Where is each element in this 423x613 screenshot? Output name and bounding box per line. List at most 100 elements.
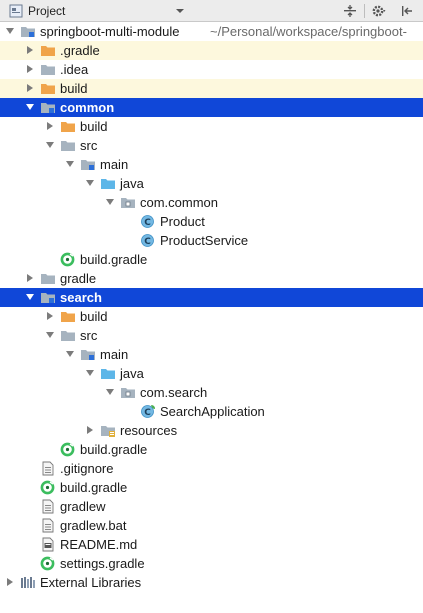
chevron-right-icon[interactable] [5,577,15,587]
tree-item-gradlew[interactable]: gradlew [0,497,423,516]
header-separator [364,4,365,18]
chevron-down-icon[interactable] [65,349,75,359]
folder-orange-icon [40,81,56,96]
tree-item-label: build [60,81,88,96]
tree-item-com-search[interactable]: com.search [0,383,423,402]
tree-item-main[interactable]: main [0,345,423,364]
module-path-label: ~/Personal/workspace/springboot- [210,24,407,39]
tree-item-springboot-multi-module[interactable]: springboot-multi-module~/Personal/worksp… [0,22,423,41]
chevron-down-icon[interactable] [25,292,35,302]
chevron-right-icon[interactable] [25,64,35,74]
tree-item-label: build.gradle [80,442,148,457]
package-icon [120,195,136,210]
tree-item-resources[interactable]: resources [0,421,423,440]
tree-item-label: build.gradle [80,252,148,267]
tree-item-product[interactable]: C Product [0,212,423,231]
tree-item-build[interactable]: build [0,79,423,98]
gear-icon[interactable] [372,4,386,18]
tree-item-label: .gitignore [60,461,114,476]
tree-item-com-common[interactable]: com.common [0,193,423,212]
chevron-down-icon[interactable] [85,178,95,188]
tree-item-label: main [100,157,129,172]
folder-orange-icon [60,309,76,324]
chevron-down-icon[interactable] [105,197,115,207]
tree-item-label: resources [120,423,178,438]
tree-item-idea[interactable]: .idea [0,60,423,79]
tree-item-java[interactable]: java [0,364,423,383]
tree-item-label: java [120,176,144,191]
project-panel-header: Project [0,0,423,22]
chevron-down-icon[interactable] [175,5,185,17]
chevron-right-icon[interactable] [25,83,35,93]
svg-text:C: C [144,408,151,418]
tree-item-gitignore[interactable]: .gitignore [0,459,423,478]
spring-class-icon: C [140,404,156,419]
collapse-all-icon[interactable] [343,4,357,18]
hide-panel-icon[interactable] [400,4,414,18]
tree-item-label: .gradle [60,43,100,58]
tree-item-label: com.search [140,385,208,400]
tree-item-build[interactable]: build [0,307,423,326]
tree-item-settings-gradle[interactable]: settings.gradle [0,554,423,573]
chevron-down-icon[interactable] [85,368,95,378]
tree-item-src[interactable]: src [0,326,423,345]
tree-item-main[interactable]: main [0,155,423,174]
tree-item-label: gradlew [60,499,106,514]
gradle-icon [60,252,76,267]
folder-gray-icon [60,328,76,343]
chevron-down-icon[interactable] [105,387,115,397]
chevron-right-icon[interactable] [45,311,55,321]
chevron-right-icon[interactable] [25,273,35,283]
folder-gray-icon [60,138,76,153]
file-icon [40,499,56,514]
tree-item-label: common [60,100,115,115]
file-icon [40,518,56,533]
chevron-down-icon[interactable] [65,159,75,169]
tree-item-gradle[interactable]: .gradle [0,41,423,60]
tree-item-external-libraries[interactable]: External Libraries [0,573,423,592]
tree-item-readme-md[interactable]: README.md [0,535,423,554]
package-icon [120,385,136,400]
chevron-right-icon[interactable] [45,121,55,131]
folder-blue-icon [100,176,116,191]
chevron-down-icon[interactable] [45,140,55,150]
tree-item-build-gradle[interactable]: build.gradle [0,440,423,459]
module-folder-icon [40,290,56,305]
folder-blue-icon [100,366,116,381]
tree-item-label: main [100,347,129,362]
tree-item-search[interactable]: search [0,288,423,307]
class-icon: C [140,233,156,248]
tree-item-label: README.md [60,537,138,552]
tree-item-label: .idea [60,62,89,77]
tree-item-label: build [80,309,108,324]
gradle-icon [40,480,56,495]
svg-text:C: C [144,218,151,228]
tree-item-label: Product [160,214,205,229]
tree-item-label: gradle [60,271,97,286]
chevron-down-icon[interactable] [5,26,15,36]
tree-item-label: gradlew.bat [60,518,127,533]
chevron-right-icon[interactable] [25,45,35,55]
chevron-down-icon[interactable] [25,102,35,112]
resources-folder-icon [100,423,116,438]
gradle-icon [40,556,56,571]
tree-item-common[interactable]: common [0,98,423,117]
tree-item-build-gradle[interactable]: build.gradle [0,250,423,269]
tree-item-build-gradle[interactable]: build.gradle [0,478,423,497]
tree-item-label: settings.gradle [60,556,145,571]
folder-orange-icon [40,43,56,58]
chevron-right-icon[interactable] [85,425,95,435]
tree-item-build[interactable]: build [0,117,423,136]
tree-item-src[interactable]: src [0,136,423,155]
module-folder-icon [80,157,96,172]
module-folder-icon [80,347,96,362]
tree-item-java[interactable]: java [0,174,423,193]
folder-orange-icon [60,119,76,134]
tree-item-gradle[interactable]: gradle [0,269,423,288]
chevron-down-icon[interactable] [45,330,55,340]
tree-item-gradlew-bat[interactable]: gradlew.bat [0,516,423,535]
tree-item-label: search [60,290,102,305]
panel-title[interactable]: Project [28,4,66,18]
